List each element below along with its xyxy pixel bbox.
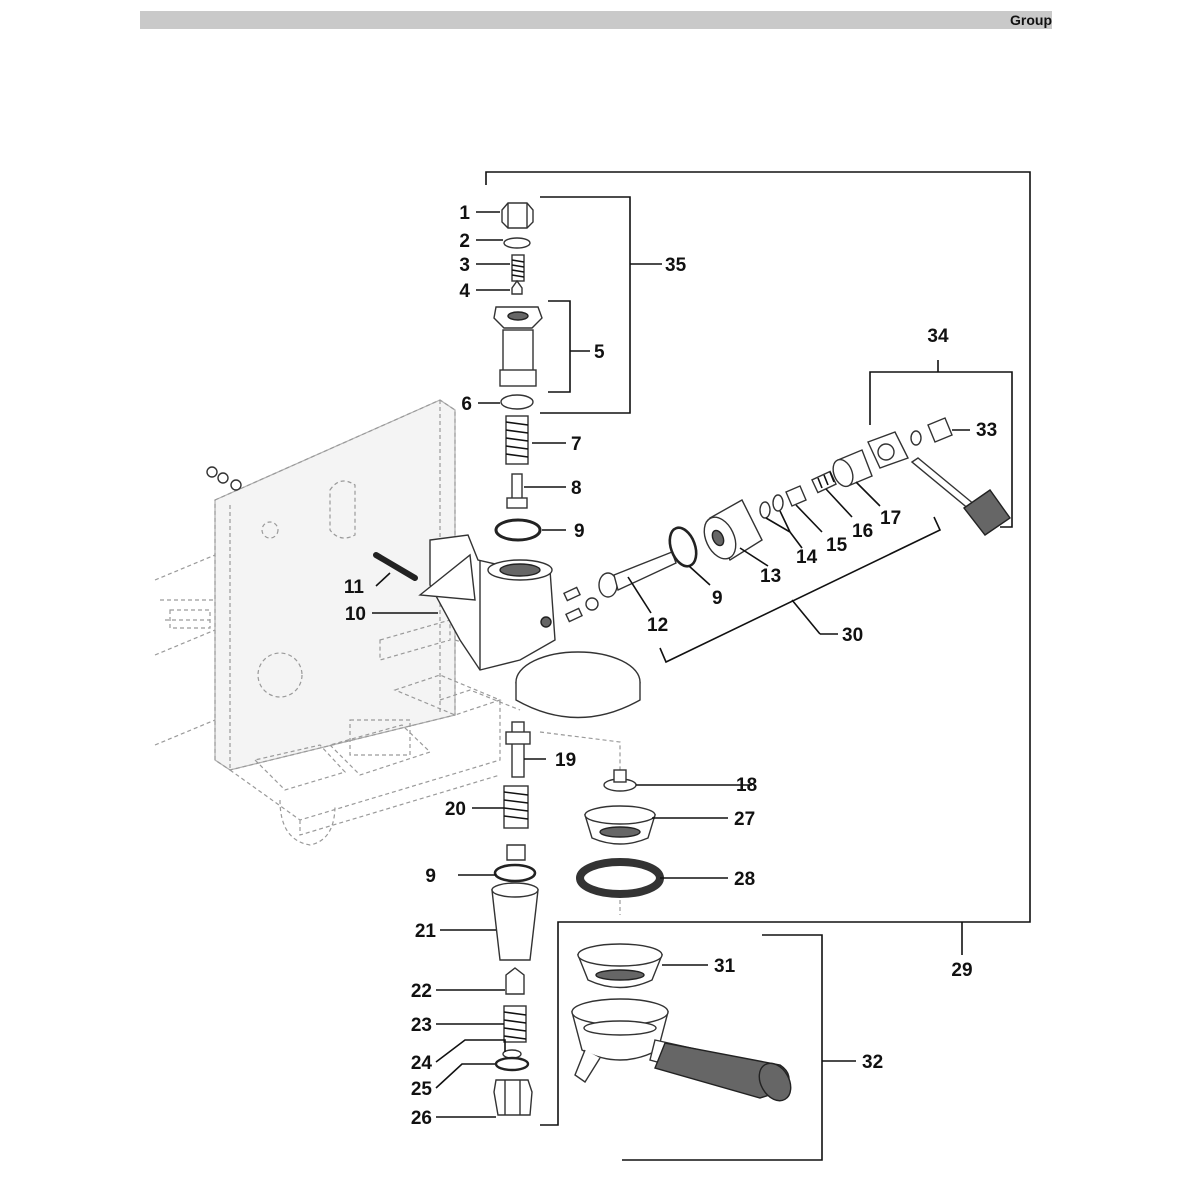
callout-21: 21 (415, 921, 437, 942)
callout-25: 25 (411, 1079, 433, 1100)
callout-3: 3 (459, 255, 470, 276)
lower-stack-parts (491, 721, 539, 1116)
callout-labels: 1 2 3 4 5 6 7 8 9 9 9 10 11 12 13 14 15 … (344, 203, 997, 1129)
callout-27: 27 (734, 809, 755, 830)
callout-5: 5 (594, 342, 605, 363)
callout-32: 32 (862, 1052, 883, 1073)
callout-33: 33 (976, 420, 997, 441)
callout-17: 17 (880, 508, 901, 529)
callout-23: 23 (411, 1015, 432, 1036)
callout-30: 30 (842, 625, 863, 646)
callout-6: 6 (461, 394, 472, 415)
side-assembly-parts (563, 417, 1011, 623)
callout-8: 8 (571, 478, 582, 499)
part-11-rod (373, 552, 418, 581)
callout-4: 4 (459, 281, 470, 302)
callout-7: 7 (571, 434, 582, 455)
callout-2: 2 (459, 231, 470, 252)
callout-29: 29 (951, 960, 972, 981)
callout-11: 11 (344, 577, 365, 598)
machine-frame-ghost (154, 399, 521, 846)
callout-31: 31 (714, 956, 736, 977)
callout-22: 22 (411, 981, 432, 1002)
callout-12: 12 (647, 615, 668, 636)
callout-9-top: 9 (574, 521, 585, 542)
leader-lines (372, 171, 1031, 1161)
callout-20: 20 (445, 799, 466, 820)
callout-1: 1 (459, 203, 470, 224)
callout-35: 35 (665, 255, 687, 276)
callout-18: 18 (736, 775, 757, 796)
callout-28: 28 (734, 869, 755, 890)
callout-34: 34 (927, 326, 949, 347)
callout-10: 10 (345, 604, 366, 625)
callout-19: 19 (555, 750, 576, 771)
header-bar: Group (140, 11, 1052, 29)
callout-26: 26 (411, 1108, 432, 1129)
callout-9-side: 9 (712, 588, 723, 609)
callout-16: 16 (852, 521, 873, 542)
group-housing (418, 534, 641, 719)
callout-9-lower: 9 (425, 866, 436, 887)
header-title: Group (1010, 12, 1052, 28)
callout-24: 24 (411, 1053, 433, 1074)
top-stack-parts (493, 202, 543, 542)
portafilter-parts (539, 731, 792, 1102)
callout-14: 14 (796, 547, 818, 568)
callout-15: 15 (826, 535, 848, 556)
callout-13: 13 (760, 566, 781, 587)
